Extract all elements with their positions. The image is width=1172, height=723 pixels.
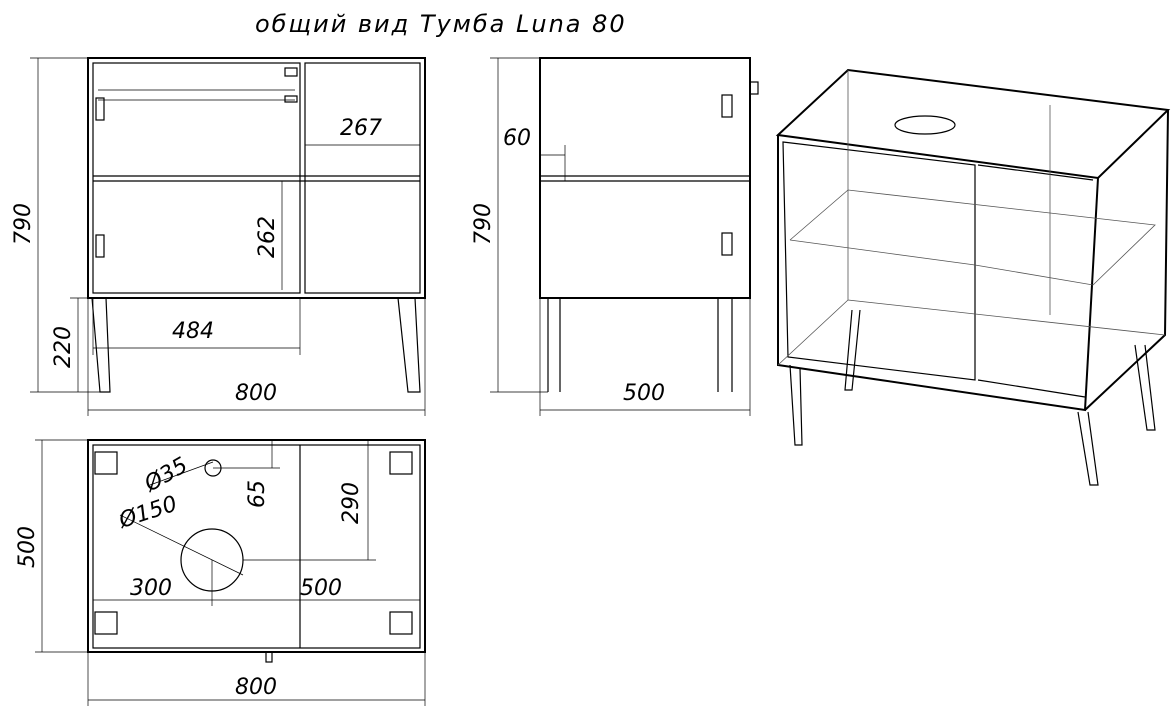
large-hole-dim: Ø150 bbox=[115, 492, 180, 534]
side-depth-dim: 500 bbox=[623, 381, 665, 406]
large-hole-offset-dim: 290 bbox=[339, 482, 364, 524]
front-section-width-dim: 267 bbox=[340, 116, 382, 141]
front-shelf-height-dim: 262 bbox=[255, 216, 280, 258]
small-hole-offset-dim: 65 bbox=[245, 480, 270, 508]
side-view: 790 60 500 bbox=[471, 57, 759, 416]
top-depth-dim: 500 bbox=[15, 526, 40, 568]
top-width-dim: 800 bbox=[235, 675, 277, 700]
right-distance-dim: 500 bbox=[300, 576, 342, 601]
side-offset-dim: 60 bbox=[503, 126, 531, 151]
front-width-dim: 800 bbox=[235, 381, 277, 406]
top-view: 500 Ø35 65 290 Ø150 300 500 800 bbox=[15, 439, 426, 706]
front-height-dim: 790 bbox=[11, 203, 36, 245]
front-left-width-dim: 484 bbox=[172, 319, 214, 344]
front-view: 790 220 267 262 484 800 bbox=[11, 57, 426, 416]
front-leg-height-dim: 220 bbox=[51, 326, 76, 368]
small-hole-dim: Ø35 bbox=[140, 453, 193, 498]
large-hole-x-dim: 300 bbox=[130, 576, 172, 601]
drawing-title: общий вид Тумба Luna 80 bbox=[255, 10, 627, 38]
side-height-dim: 790 bbox=[471, 203, 496, 245]
isometric-view bbox=[775, 68, 1171, 486]
